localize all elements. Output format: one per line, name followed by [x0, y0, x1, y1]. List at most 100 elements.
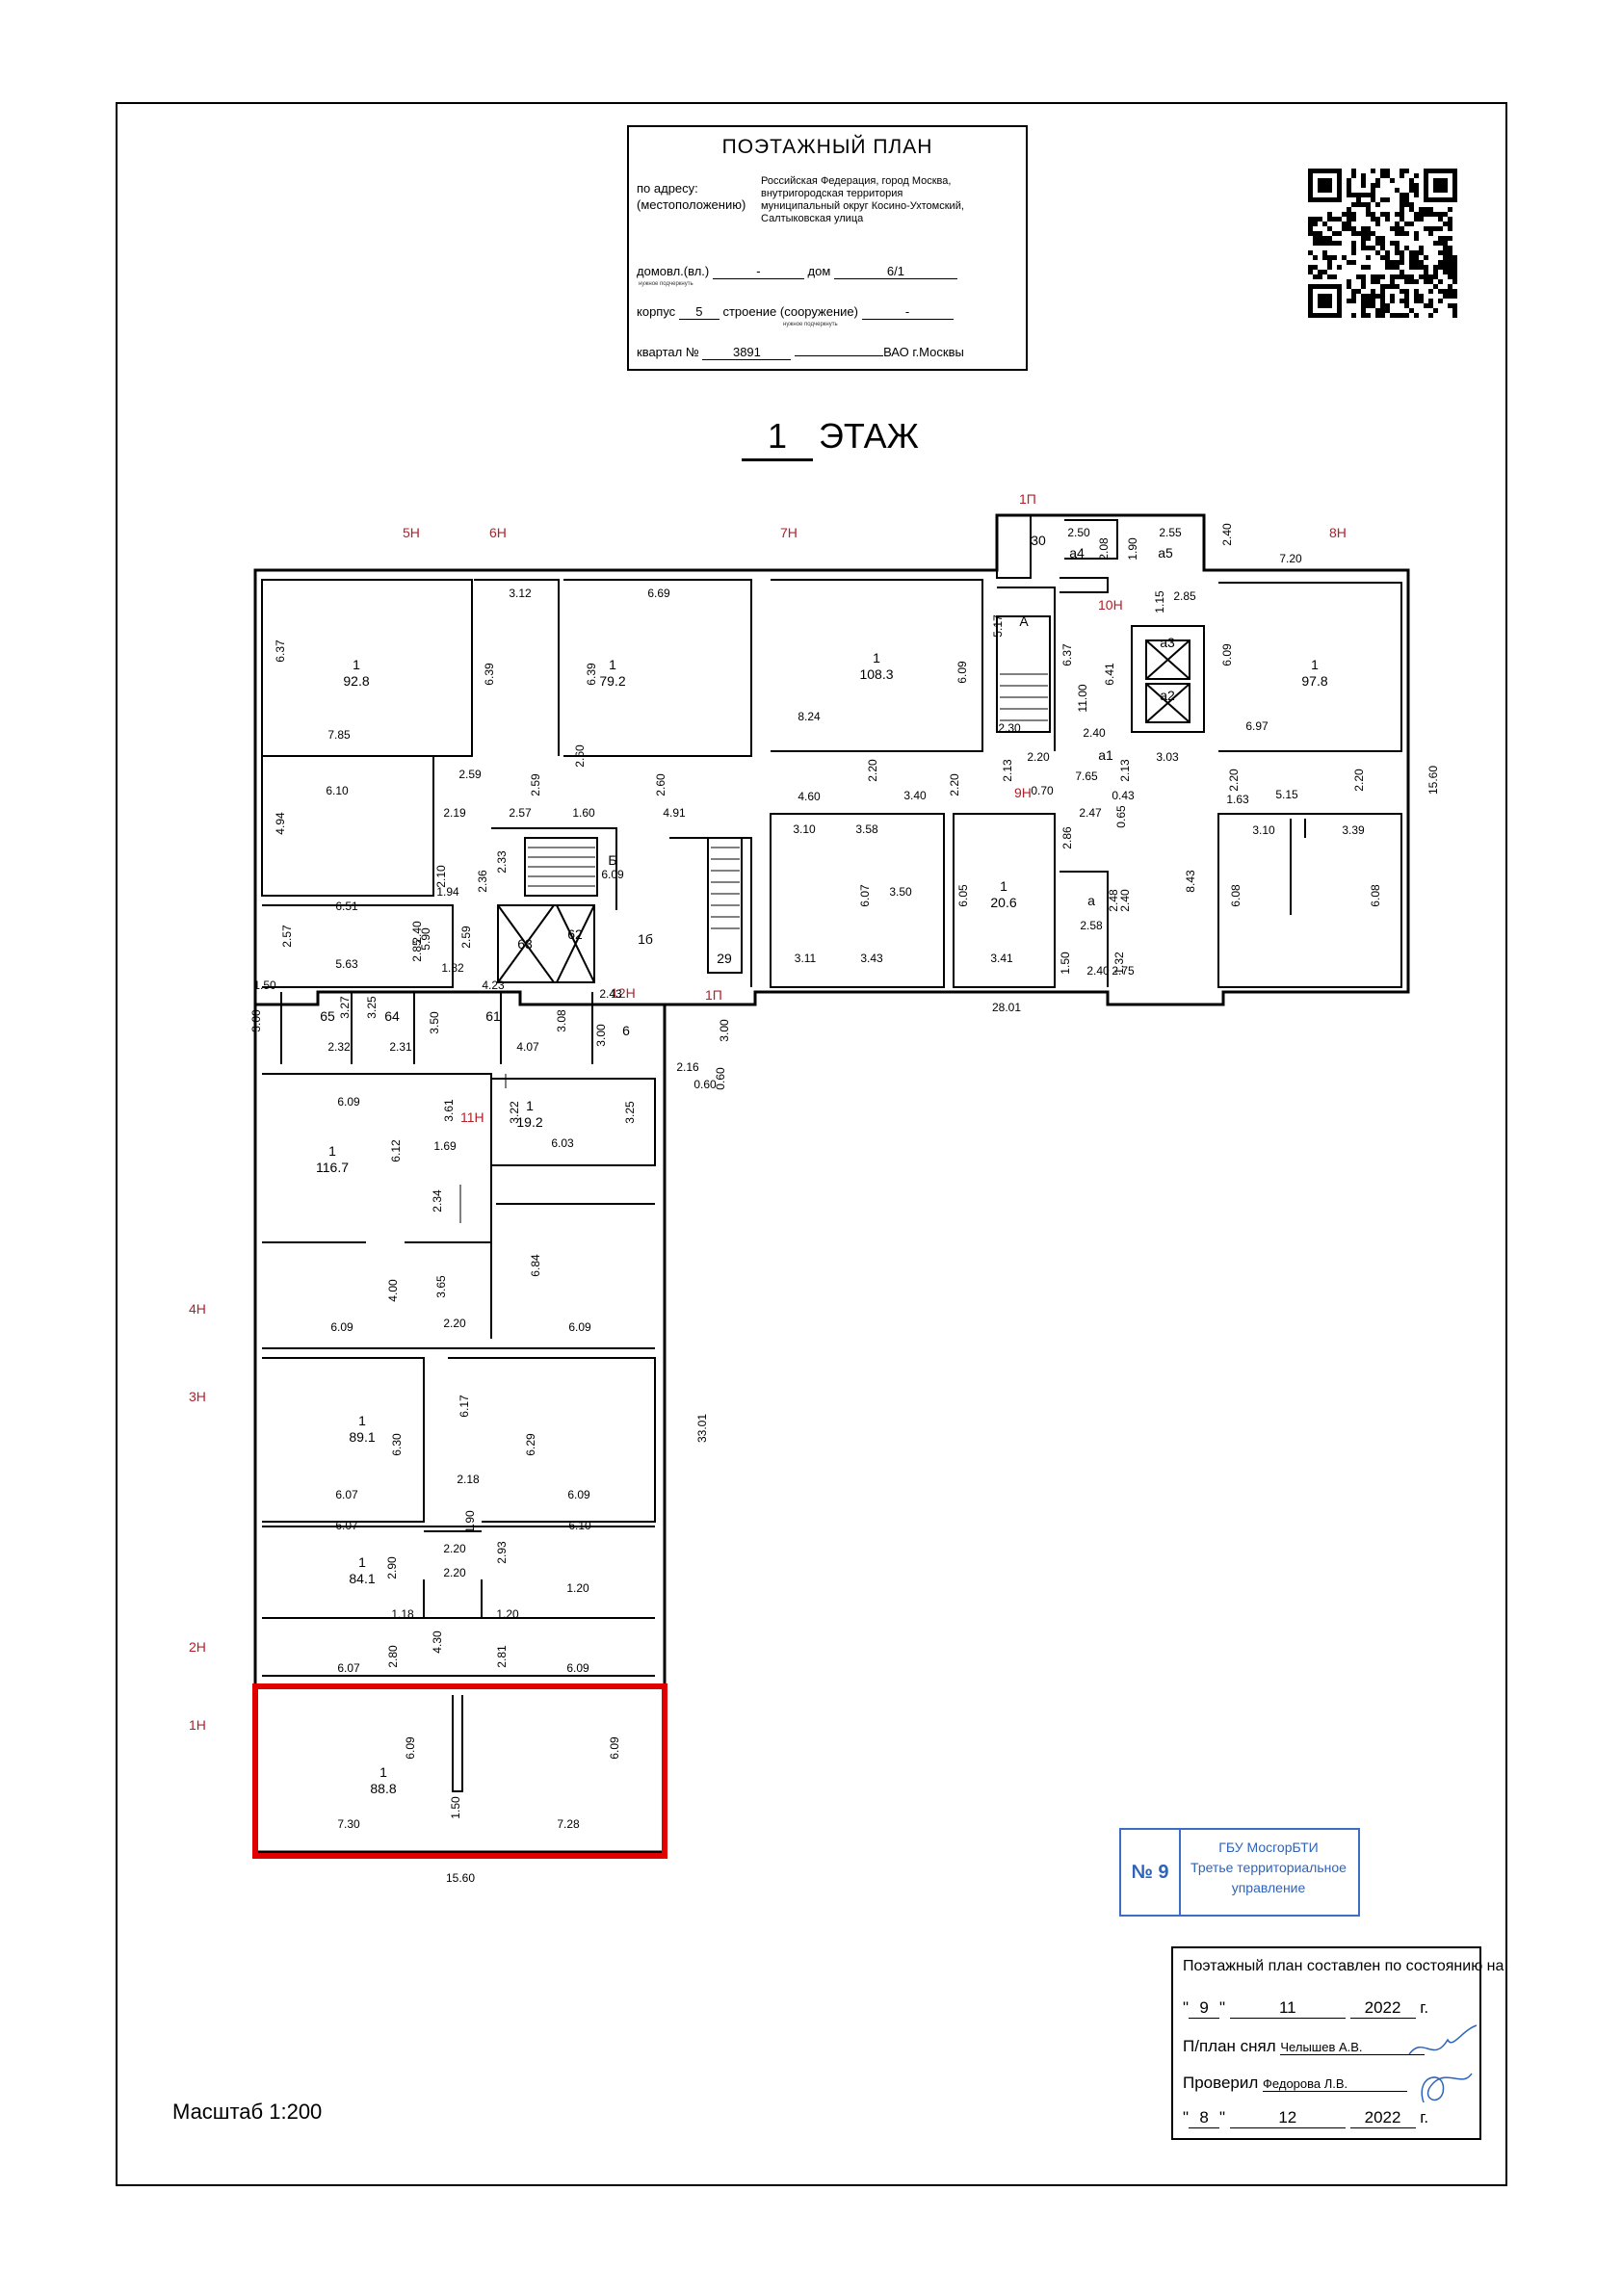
dimension-label: 1.50 [449, 1796, 462, 1819]
dimension-label: 3.00 [249, 1009, 263, 1032]
dimension-label: 7.20 [1279, 552, 1302, 565]
dimension-label: 2.20 [443, 1542, 466, 1555]
dimension-label: 15.60 [446, 1871, 475, 1885]
dimension-label: 15.60 [1426, 766, 1440, 795]
dimension-label: 2.20 [443, 1317, 466, 1330]
dimension-label: 6.03 [551, 1136, 574, 1150]
dimension-label: 2.48 [1107, 889, 1120, 912]
dimension-label: 1.50 [1059, 952, 1072, 975]
dimension-label: 7.30 [337, 1817, 360, 1831]
svg-text:1: 1 [358, 1554, 366, 1570]
svg-text:1: 1 [1000, 878, 1007, 894]
dimension-label: 3.11 [795, 952, 817, 965]
dimension-label: 5.17 [991, 614, 1005, 638]
dimension-label: 2.50 [1067, 526, 1090, 539]
svg-text:6: 6 [622, 1023, 630, 1038]
dimension-label: 3.50 [428, 1011, 441, 1034]
dimension-label: 2.18 [457, 1473, 480, 1486]
svg-text:116.7: 116.7 [316, 1160, 349, 1175]
dimension-label: 1.82 [441, 961, 464, 975]
svg-text:61: 61 [485, 1008, 501, 1024]
svg-text:12Н: 12Н [611, 985, 636, 1001]
kvartal-row: квартал № 3891 ВАО г.Москвы [637, 345, 964, 360]
stamp-number: № 9 [1121, 1830, 1181, 1915]
dimension-label: 2.57 [280, 925, 294, 948]
dimension-label: 7.28 [557, 1817, 580, 1831]
dimension-label: 6.39 [585, 663, 598, 686]
dimension-label: 1.20 [566, 1581, 589, 1595]
dimension-label: 1.15 [1153, 590, 1166, 613]
scale-label: Масштаб 1:200 [172, 2100, 323, 2124]
svg-text:2Н: 2Н [189, 1639, 206, 1655]
floor-label: ЭТАЖ [819, 416, 919, 456]
svg-text:а5: а5 [1158, 545, 1173, 561]
dimension-label: 6.09 [608, 1736, 621, 1760]
dimension-label: 3.00 [718, 1019, 731, 1042]
dimension-label: 6.09 [567, 1488, 590, 1501]
dimension-label: 5.15 [1275, 788, 1298, 801]
sheet-border [116, 102, 1507, 2186]
dimension-label: 2.93 [495, 1541, 509, 1564]
approval-date2: "8" 12 2022 г. [1183, 2108, 1429, 2128]
domovl-row: домовл.(вл.) - дом 6/1 [637, 264, 957, 279]
dimension-label: 4.94 [274, 812, 287, 835]
svg-text:4Н: 4Н [189, 1301, 206, 1317]
signature-icon [1408, 2024, 1478, 2103]
dimension-label: 5.90 [419, 927, 432, 951]
qr-code-icon [1308, 169, 1457, 318]
svg-text:а3: а3 [1160, 635, 1175, 650]
dimension-label: 8.43 [1184, 870, 1197, 893]
approval-block: Поэтажный план составлен по состоянию на… [1171, 1946, 1504, 2140]
svg-text:а1: а1 [1098, 747, 1113, 763]
svg-text:6Н: 6Н [489, 525, 507, 540]
svg-text:8Н: 8Н [1329, 525, 1347, 540]
dimension-label: 6.39 [483, 663, 496, 686]
dimension-label: 3.12 [509, 587, 532, 600]
dimension-label: 0.65 [1114, 805, 1128, 828]
dimension-label: 2.85 [410, 939, 424, 962]
dimension-label: 4.60 [798, 790, 821, 803]
dimension-label: 8.24 [798, 710, 821, 723]
dimension-label: 6.37 [274, 639, 287, 663]
dimension-label: 6.09 [955, 661, 969, 684]
dimension-label: 2.30 [998, 721, 1021, 735]
dimension-label: 2.33 [495, 850, 509, 874]
svg-text:а2: а2 [1160, 688, 1175, 703]
dimension-label: 6.09 [568, 1320, 591, 1334]
dimension-label: 3.50 [889, 885, 912, 899]
dimension-label: 6.07 [335, 1519, 358, 1532]
dimension-label: 2.60 [573, 744, 587, 768]
dimension-label: 3.25 [365, 996, 379, 1019]
svg-text:1: 1 [379, 1764, 387, 1780]
dimension-label: 1.60 [572, 806, 595, 820]
svg-text:1: 1 [358, 1413, 366, 1428]
dimension-label: 6.09 [337, 1095, 360, 1109]
dimension-label: 6.07 [858, 884, 872, 907]
svg-text:7Н: 7Н [780, 525, 798, 540]
dimension-label: 2.20 [948, 773, 961, 796]
dimension-label: 6.07 [335, 1488, 358, 1501]
svg-text:1б: 1б [638, 931, 653, 947]
dimension-label: 2.80 [386, 1645, 400, 1668]
dimension-label: 2.59 [458, 768, 482, 781]
dimension-label: 2.10 [434, 865, 448, 888]
svg-text:Б: Б [608, 852, 616, 868]
dimension-label: 2.40 [410, 921, 424, 944]
dimension-label: 5.63 [335, 957, 358, 971]
surveyed-row: П/план снял Челышев А.В. [1183, 2037, 1472, 2056]
dimension-label: 3.58 [855, 822, 878, 836]
dimension-label: 2.47 [1079, 806, 1102, 820]
address-text: Российская Федерация, город Москва, внут… [761, 175, 964, 224]
dimension-label: 4.23 [482, 978, 505, 992]
dimension-label: 3.00 [594, 1024, 608, 1047]
svg-text:29: 29 [717, 951, 732, 966]
floor-number: 1 [742, 416, 813, 461]
dimension-label: 2.13 [1001, 759, 1014, 782]
small-note-2: нужное подчеркнуть [783, 322, 838, 327]
dimension-label: 3.61 [442, 1099, 456, 1122]
dimension-label: 2.36 [476, 870, 489, 893]
stamp-line-2: Третье территориальное [1190, 1860, 1347, 1875]
